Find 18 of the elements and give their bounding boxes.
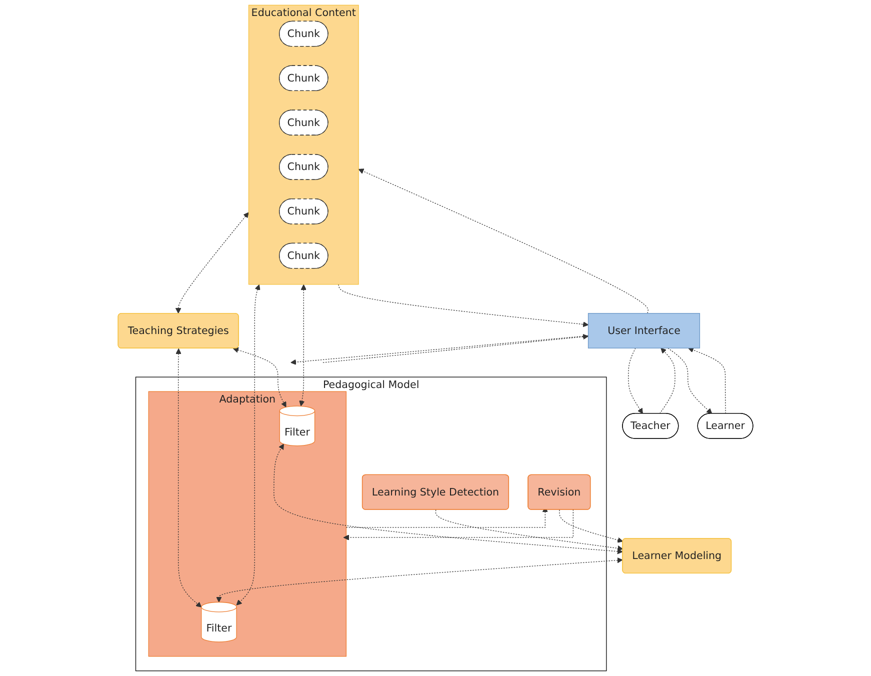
node-box: User Interface (588, 313, 700, 348)
arrow (322, 334, 589, 363)
arrow (236, 284, 260, 606)
arrow (628, 348, 643, 414)
arrow (435, 509, 624, 552)
arrow (559, 509, 624, 543)
arrow (274, 444, 623, 554)
arrow (343, 509, 574, 540)
arrow (688, 347, 726, 414)
arrow (299, 284, 306, 406)
arrow (216, 557, 623, 602)
arrow (175, 212, 249, 314)
arrow (232, 347, 286, 408)
arrow (338, 284, 589, 328)
arrow (659, 348, 676, 414)
arrow (358, 168, 648, 314)
arrow (176, 348, 202, 608)
arrow (668, 348, 712, 414)
